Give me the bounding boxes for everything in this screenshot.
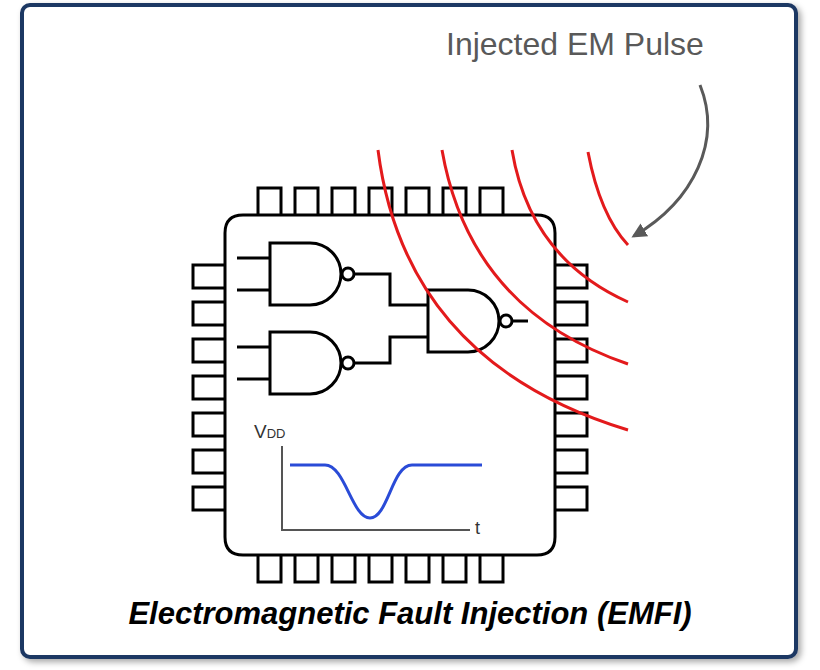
pulse-label: Injected EM Pulse [446, 26, 704, 63]
vdd-graph [282, 446, 482, 530]
pulse-arrow [634, 85, 708, 236]
outer-frame [22, 5, 796, 657]
em-pulse-waves [378, 150, 628, 430]
nand-gates [237, 243, 528, 394]
chip-body [225, 215, 555, 555]
time-axis-label: t [475, 518, 480, 539]
figure-caption: Electromagnetic Fault Injection (EMFI) [22, 596, 798, 632]
voltage-axis-label: VDD [254, 421, 285, 443]
